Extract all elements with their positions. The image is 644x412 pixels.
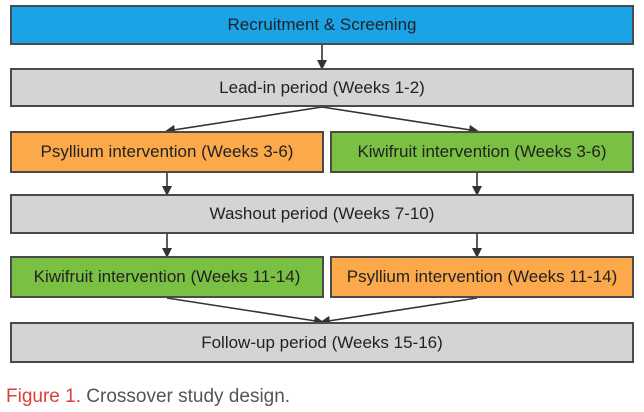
kiwifruit-second-box: Kiwifruit intervention (Weeks 11-14) (10, 256, 324, 298)
lead-in-box: Lead-in period (Weeks 1-2) (10, 68, 634, 107)
arrow-kiwifruit-to-followup (166, 297, 324, 326)
recruitment-box: Recruitment & Screening (10, 5, 634, 45)
washout-box: Washout period (Weeks 7-10) (10, 194, 634, 234)
kiwifruit-first-label: Kiwifruit intervention (Weeks 3-6) (357, 142, 607, 161)
washout-label: Washout period (Weeks 7-10) (209, 204, 435, 223)
figure-caption-text: Crossover study design. (86, 386, 291, 407)
arrow-leadin-to-psyllium (165, 106, 323, 135)
kiwifruit-second-label: Kiwifruit intervention (Weeks 11-14) (33, 267, 301, 286)
psyllium-second-label: Psyllium intervention (Weeks 11-14) (346, 267, 618, 286)
follow-up-label: Follow-up period (Weeks 15-16) (201, 332, 443, 352)
figure-caption: Figure 1. Crossover study design. (6, 386, 290, 408)
psyllium-first-label: Psyllium intervention (Weeks 3-6) (40, 142, 294, 161)
arrow-psyllium-to-followup (320, 297, 478, 326)
arrow-leadin-to-kiwifruit (321, 106, 479, 135)
recruitment-label: Recruitment & Screening (227, 15, 417, 34)
lead-in-label: Lead-in period (Weeks 1-2) (219, 77, 425, 97)
psyllium-first-box: Psyllium intervention (Weeks 3-6) (10, 131, 324, 173)
kiwifruit-first-box: Kiwifruit intervention (Weeks 3-6) (330, 131, 634, 173)
psyllium-second-box: Psyllium intervention (Weeks 11-14) (330, 256, 634, 298)
figure-caption-label: Figure 1. (6, 386, 81, 407)
flow-arrows (162, 45, 482, 326)
follow-up-box: Follow-up period (Weeks 15-16) (10, 322, 634, 363)
